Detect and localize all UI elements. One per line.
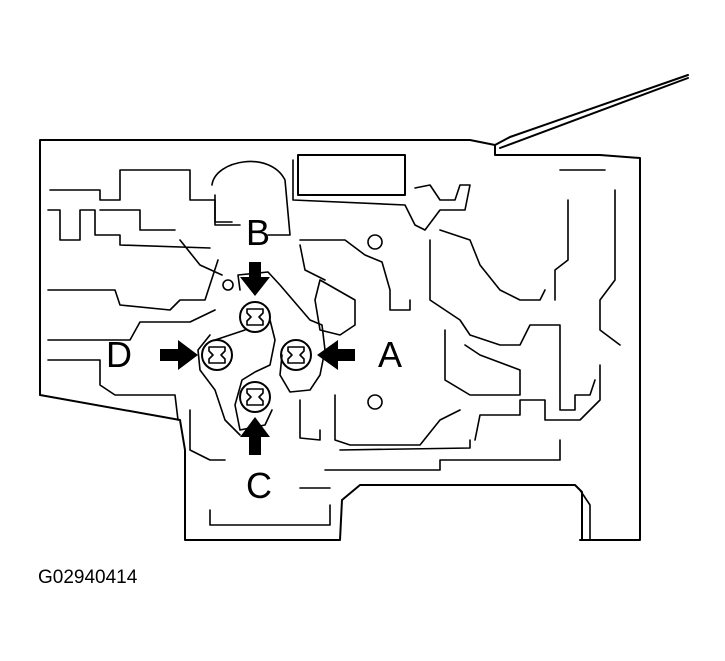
left-passages: [47, 169, 241, 421]
check-ball-c: [239, 381, 271, 413]
label-d: D: [106, 334, 132, 375]
figure-code: G02940414: [38, 567, 138, 588]
arrow-b: [240, 262, 270, 296]
housing-outline: [39, 74, 689, 541]
right-passages: [299, 169, 621, 471]
arrow-d: [160, 340, 198, 370]
small-port-bottom: [367, 394, 383, 410]
check-ball-frame: [197, 271, 326, 436]
top-blocks: [297, 154, 406, 196]
label-b: B: [246, 212, 271, 253]
check-ball-d: [201, 339, 233, 371]
check-ball-b: [239, 301, 271, 333]
small-port-left: [222, 279, 234, 291]
lower-passages: [189, 394, 591, 541]
small-port-top: [367, 234, 383, 250]
top-round-chamber: [211, 159, 471, 236]
label-a: A: [378, 334, 403, 375]
arrow-a: [317, 340, 355, 370]
label-c: C: [246, 465, 272, 506]
arrow-c: [240, 417, 270, 455]
check-ball-a: [280, 339, 312, 371]
